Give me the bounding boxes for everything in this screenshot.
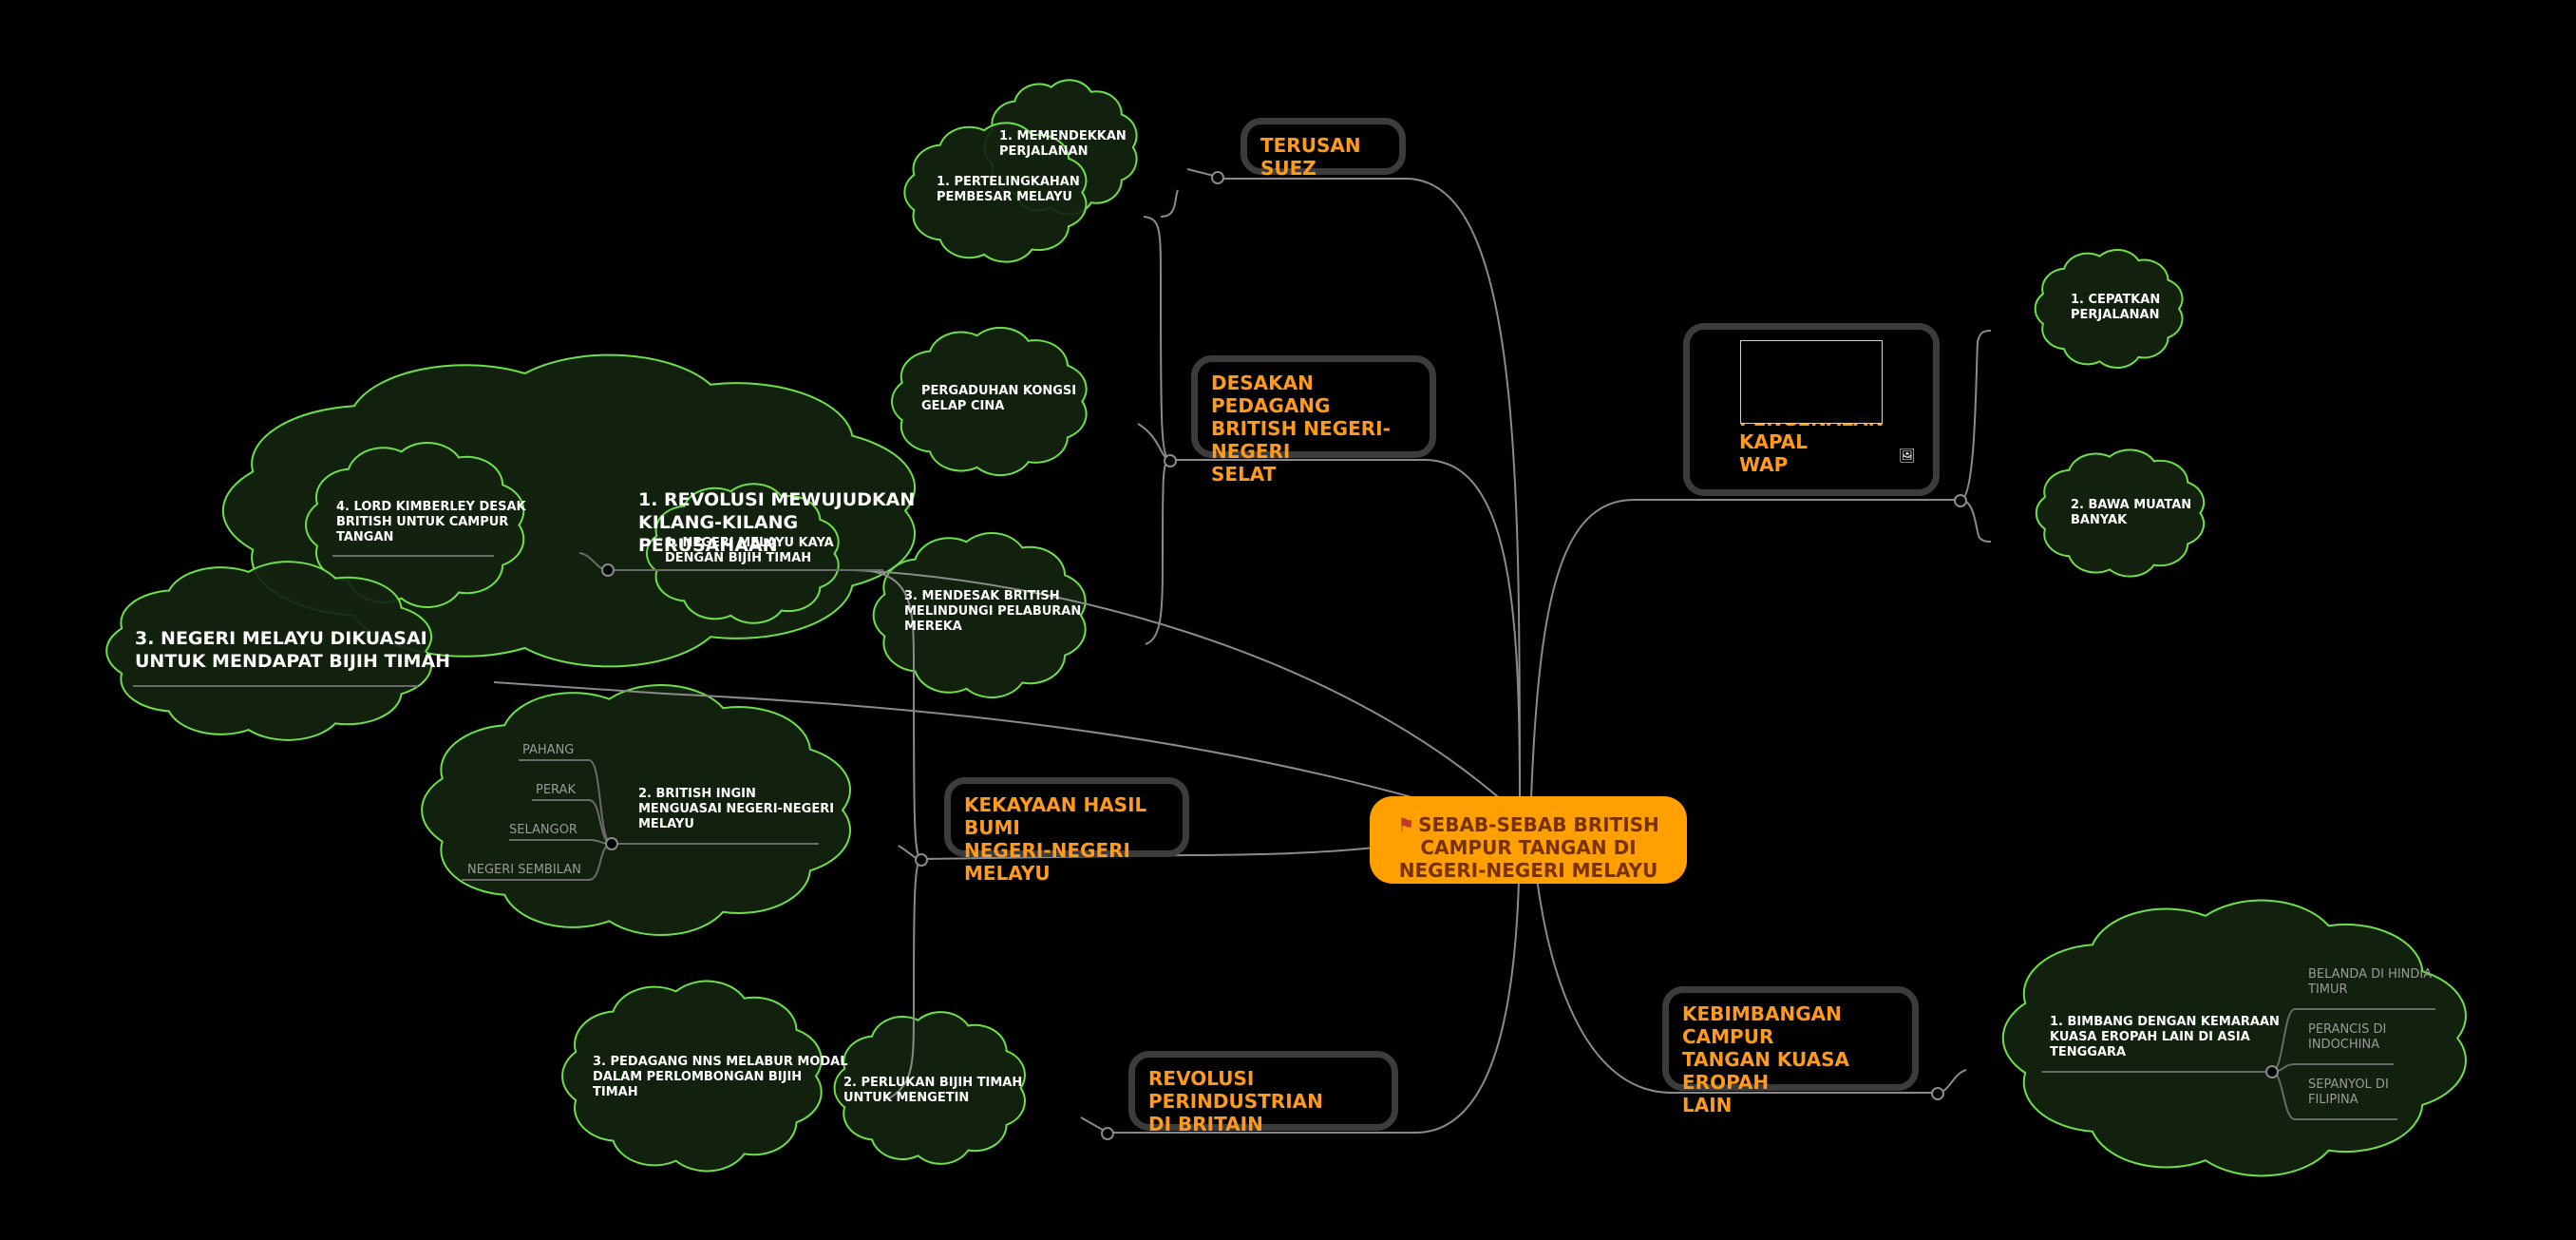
node-dot-kekayaan <box>915 853 928 867</box>
flag-icon: ⚑ <box>1397 813 1415 836</box>
subtopic-revolusi-kilang[interactable]: 1. REVOLUSI MEWUJUDKAN KILANG-KILANG PER… <box>638 489 916 556</box>
power-belanda[interactable]: BELANDA DI HINDIA TIMUR <box>2308 967 2433 997</box>
node-dots <box>601 171 2279 1140</box>
cloud-negeri-kaya[interactable] <box>645 483 840 624</box>
power-perancis[interactable]: PERANCIS DI INDOCHINA <box>2308 1022 2387 1052</box>
subtopic-pedagang-nns[interactable]: 3. PEDAGANG NNS MELABUR MODAL DALAM PERL… <box>593 1055 848 1099</box>
topic-revolusi-perindustrian[interactable]: REVOLUSI PERINDUSTRIAN DI BRITAIN <box>1128 1051 1398 1135</box>
subtopic-negeri-kaya[interactable]: 1. NEGERI MELAYU KAYA DENGAN BIJIH TIMAH <box>665 536 834 565</box>
subtopic-lord-kimberley[interactable]: 4. LORD KIMBERLEY DESAK BRITISH UNTUK CA… <box>336 500 526 544</box>
topic-kekayaan-hasil-bumi[interactable]: KEKAYAAN HASIL BUMI NEGERI-NEGERI MELAYU <box>944 777 1189 885</box>
node-dot-desakan <box>1164 454 1177 467</box>
connector-suez-sub <box>1160 168 1219 218</box>
connector-central-suez <box>1221 178 1521 799</box>
cloud-negeri-dikuasai[interactable] <box>105 561 433 741</box>
state-perak[interactable]: PERAK <box>536 783 576 797</box>
cloud-lord[interactable] <box>305 441 525 609</box>
subtopic-memendekkan-perjalanan[interactable]: 1. MEMENDEKKAN PERJALANAN <box>999 129 1127 159</box>
state-selangor[interactable]: SELANGOR <box>509 823 578 837</box>
subtopic-pergaduhan-kongsi-gelap[interactable]: PERGADUHAN KONGSI GELAP CINA <box>921 384 1077 413</box>
cloud-mendesak[interactable] <box>872 532 1087 698</box>
node-dot-revolusi-kilang <box>601 563 615 577</box>
topic-terusan-suez[interactable]: TERUSAN SUEZ <box>1241 118 1406 180</box>
connector-states <box>462 759 819 881</box>
cloud-bawa[interactable] <box>2035 448 2206 578</box>
connector-central-negeri-dikuasai <box>493 681 1416 799</box>
cloud-pergaduhan[interactable] <box>891 326 1088 477</box>
cloud-bimbang[interactable] <box>2001 899 2467 1177</box>
subtopic-cepatkan-perjalanan[interactable]: 1. CEPATKAN PERJALANAN <box>2071 293 2161 322</box>
topic-kebimbangan-campur-tangan[interactable]: KEBIMBANGAN CAMPUR TANGAN KUASA EROPAH L… <box>1662 986 1919 1116</box>
subtopic-negeri-dikuasai[interactable]: 3. NEGERI MELAYU DIKUASAI UNTUK MENDAPAT… <box>135 628 451 672</box>
node-dot-kapal <box>1954 494 1967 507</box>
cloud-pertelingkahan[interactable] <box>903 122 1088 263</box>
topic-desakan-pedagang[interactable]: DESAKAN PEDAGANG BRITISH NEGERI-NEGERI S… <box>1191 355 1436 486</box>
node-dot-bimbang <box>2265 1065 2279 1078</box>
subtopic-bimbang-kemaraan[interactable]: 1. BIMBANG DENGAN KEMARAAN KUASA EROPAH … <box>2050 1015 2280 1059</box>
subtopic-perlukan-bijih-timah[interactable]: 2. PERLUKAN BIJIH TIMAH UNTUK MENGETIN <box>843 1076 1023 1105</box>
subtopic-pertelingkahan-pembesar[interactable]: 1. PERTELINGKAHAN PEMBESAR MELAYU <box>937 175 1080 204</box>
power-sepanyol[interactable]: SEPANYOL DI FILIPINA <box>2308 1078 2389 1107</box>
cloud-cepatkan[interactable] <box>2034 248 2184 370</box>
connector-central-kapal <box>1530 499 1960 799</box>
connector-central-desakan <box>1168 459 1521 799</box>
connector-layer <box>133 168 2435 1134</box>
central-title: SEBAB-SEBAB BRITISH CAMPUR TANGAN DI NEG… <box>1398 813 1659 882</box>
cloud-layer <box>105 79 2467 1177</box>
cloud-pedagang-nns[interactable] <box>561 980 823 1173</box>
node-dot-revolusi <box>1101 1127 1114 1140</box>
connector-desakan-hub <box>1137 216 1171 645</box>
state-negeri-sembilan[interactable]: NEGERI SEMBILAN <box>467 863 581 877</box>
cloud-british-ingin[interactable] <box>421 683 852 937</box>
central-topic[interactable]: ⚑SEBAB-SEBAB BRITISH CAMPUR TANGAN DI NE… <box>1370 796 1687 884</box>
node-dot-suez <box>1211 171 1224 184</box>
image-icon[interactable]: 🖼 <box>1899 448 1916 464</box>
cloud-perlukan[interactable] <box>833 1011 1026 1165</box>
kapal-wap-image[interactable] <box>1740 340 1883 424</box>
subtopic-bawa-muatan[interactable]: 2. BAWA MUATAN BANYAK <box>2071 498 2192 527</box>
node-dot-british-ingin <box>605 837 618 850</box>
subtopic-mendesak-british[interactable]: 3. MENDESAK BRITISH MELINDUNGI PELABURAN… <box>904 589 1082 634</box>
subtopic-british-ingin[interactable]: 2. BRITISH INGIN MENGUASAI NEGERI-NEGERI… <box>638 787 835 831</box>
connector-powers <box>2042 1008 2435 1120</box>
node-dot-kebimbangan <box>1931 1087 1944 1100</box>
connector-central-revolusi-kilang <box>617 569 1511 809</box>
connector-kapal-hub <box>1960 330 1992 543</box>
state-pahang[interactable]: PAHANG <box>522 743 575 757</box>
